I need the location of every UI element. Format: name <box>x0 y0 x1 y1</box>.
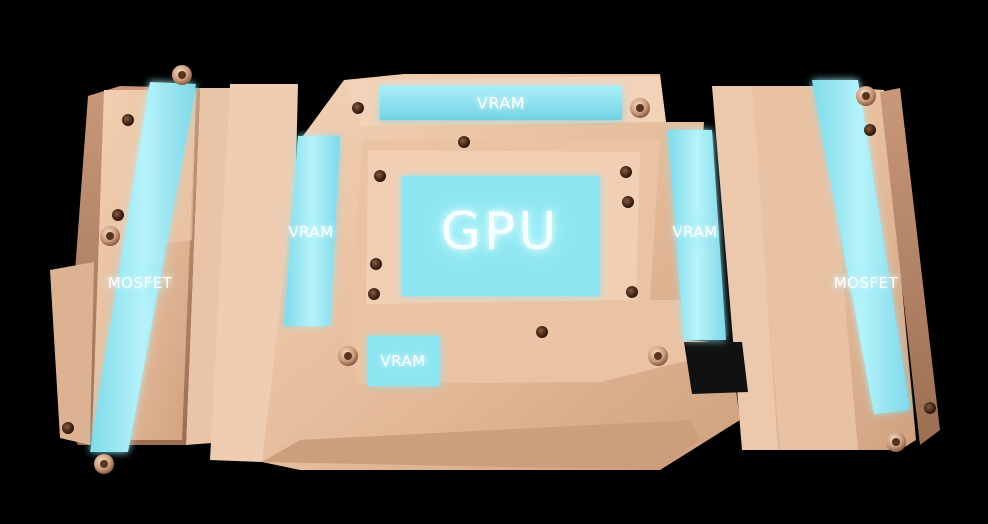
gpu-label: GPU <box>440 202 560 262</box>
standoffs <box>94 65 906 474</box>
thermal-pad-vram-bottom <box>368 336 440 386</box>
vram-left-label: VRAM <box>288 223 334 241</box>
vram-bottom-label: VRAM <box>380 352 426 370</box>
thermal-pad-vram-top <box>380 86 622 120</box>
vram-right-label: VRAM <box>672 223 718 241</box>
mosfet-left-label: MOSFET <box>107 274 173 292</box>
thermal-pad-mosfet-right <box>812 80 910 414</box>
thermal-pad-mosfet-left <box>90 82 196 452</box>
mosfet-right-label: MOSFET <box>833 274 899 292</box>
vram-top-label: VRAM <box>476 93 526 113</box>
thermal-pad-vram-left <box>284 136 340 326</box>
screw-holes <box>62 102 936 434</box>
thermal-pads <box>90 80 910 452</box>
thermal-pad-gpu <box>402 176 600 296</box>
thermal-pad-vram-right <box>668 130 726 340</box>
